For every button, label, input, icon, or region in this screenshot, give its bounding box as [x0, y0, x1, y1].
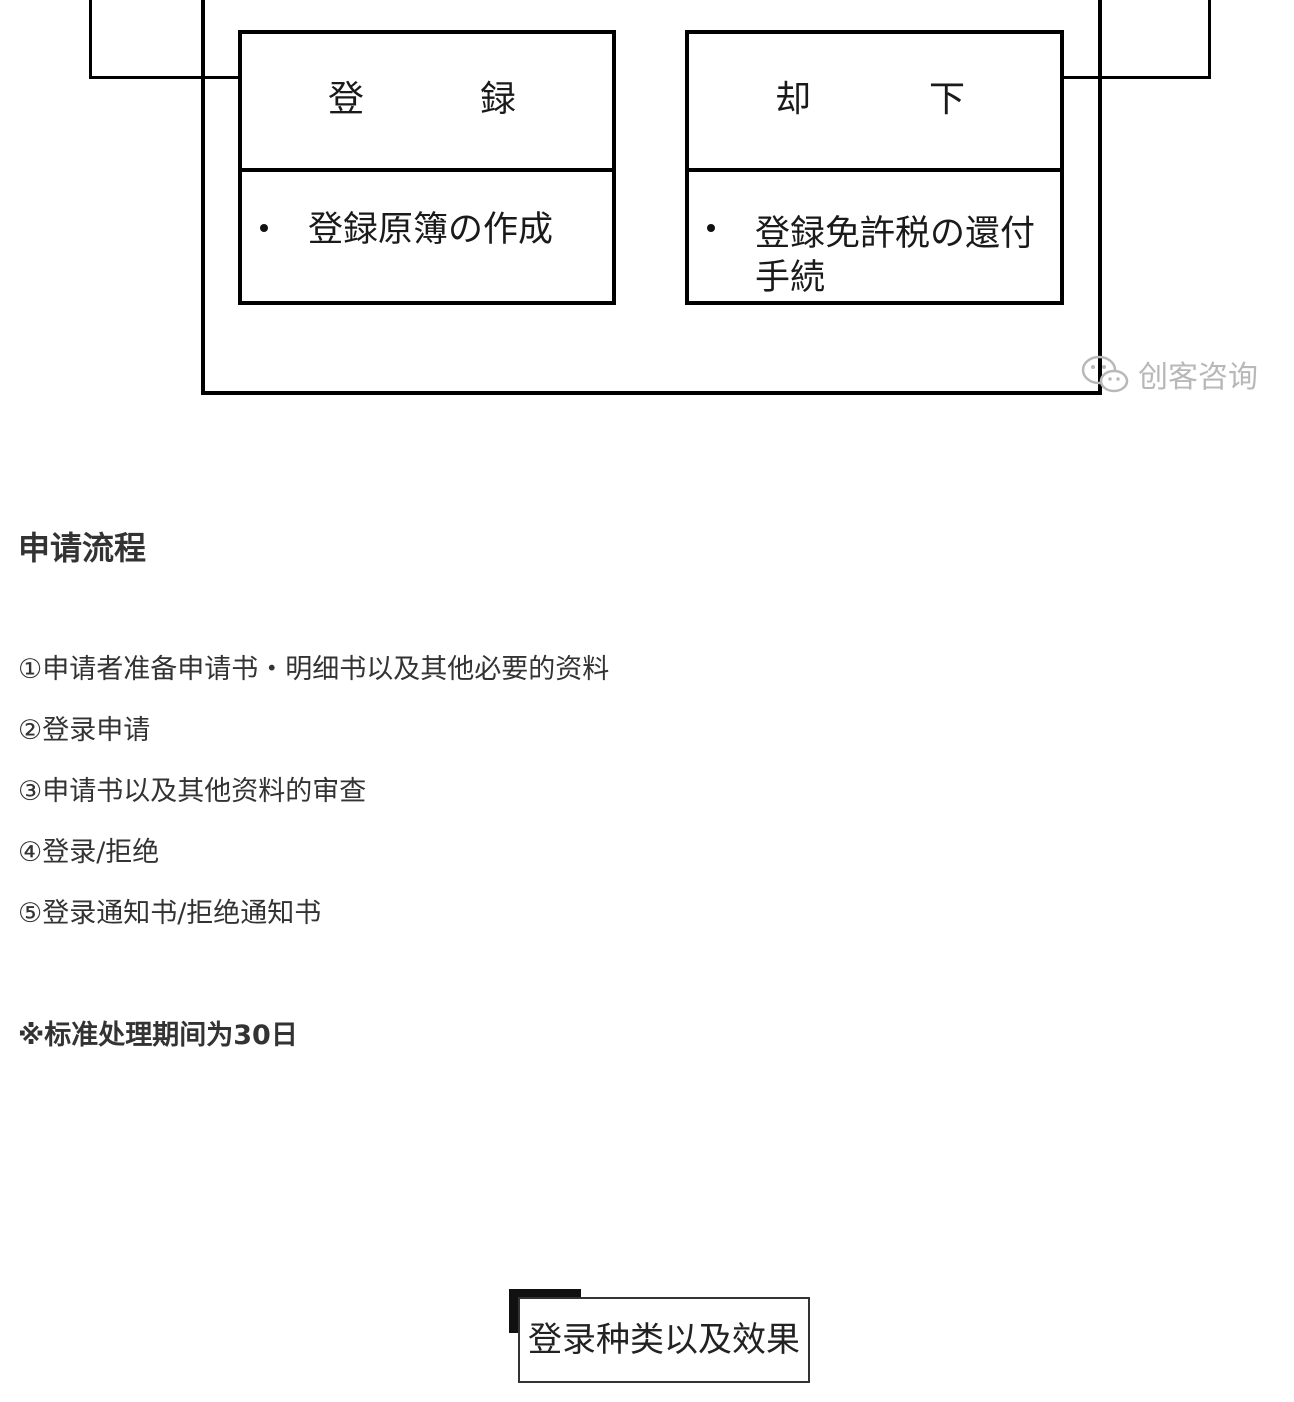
rejection-box-head: 却 下: [689, 34, 1060, 172]
rejection-head-char-2: 下: [929, 79, 966, 120]
right-connector-horizontal: [1060, 76, 1211, 79]
processing-period-note: ※标准处理期间为30日: [18, 1020, 298, 1051]
process-steps-list: ①申请者准备申请书・明细书以及其他必要的资料 ②登录申请 ③申请书以及其他资料的…: [18, 648, 609, 953]
registration-head-char-1: 登: [328, 79, 365, 120]
watermark: 创客咨询: [1080, 352, 1258, 396]
process-step: ⑤登录通知书/拒绝通知书: [18, 898, 322, 929]
registration-box: 登 録 登録原簿の作成: [238, 30, 616, 305]
rejection-box: 却 下 登録免許税の還付 手続: [685, 30, 1064, 305]
left-connector-horizontal: [89, 76, 241, 79]
section-title: 申请流程: [18, 529, 147, 567]
bullet-dot: [707, 224, 715, 232]
left-connector-vertical: [89, 0, 92, 79]
heading-corner-accent: [509, 1289, 581, 1333]
right-connector-vertical: [1208, 0, 1211, 79]
diagram-outer-frame: [201, 0, 1102, 395]
registration-box-head: 登 録: [242, 34, 612, 172]
registration-body-text: 登録原簿の作成: [308, 210, 554, 250]
bullet-dot: [260, 224, 268, 232]
process-step: ①申请者准备申请书・明细书以及其他必要的资料: [18, 654, 610, 685]
registration-head-char-2: 録: [480, 79, 517, 120]
watermark-text: 创客咨询: [1138, 360, 1258, 395]
next-section-heading: 登录种类以及效果: [509, 1289, 811, 1385]
next-section-heading-text: 登录种类以及效果: [518, 1297, 810, 1383]
process-step: ③申请书以及其他资料的审查: [18, 776, 367, 807]
wechat-icon: [1080, 354, 1130, 394]
flow-diagram: 登 録 登録原簿の作成 却 下 登録免許税の還付 手続: [0, 0, 1294, 420]
rejection-body-text: 登録免許税の還付 手続: [755, 214, 1036, 298]
rejection-head-char-1: 却: [775, 79, 812, 120]
registration-box-body: 登録原簿の作成: [242, 172, 612, 301]
process-step: ②登录申请: [18, 715, 151, 746]
process-step: ④登录/拒绝: [18, 837, 160, 868]
rejection-box-body: 登録免許税の還付 手続: [689, 172, 1060, 301]
